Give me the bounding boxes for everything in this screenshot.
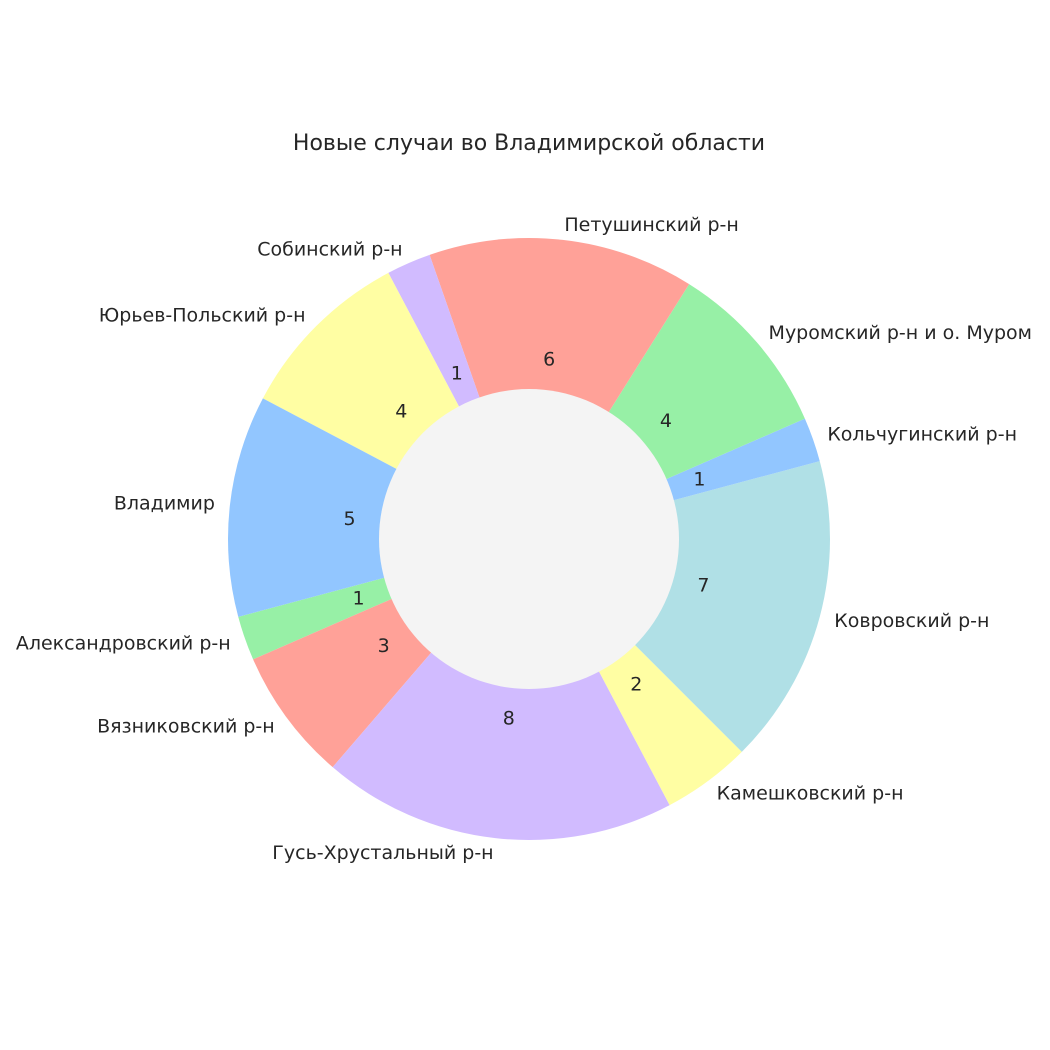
value-labels-group: 1 3 8 2 7 1 4 6 1 4 5 bbox=[343, 349, 709, 730]
slice bbox=[332, 539, 670, 840]
slice-category-label: Владимир bbox=[114, 493, 215, 515]
donut-center bbox=[379, 389, 679, 689]
chart-title: Новые случаи во Владимирской области bbox=[293, 131, 765, 156]
slice-value-label: 7 bbox=[697, 575, 709, 597]
slice-value-label: 3 bbox=[378, 635, 390, 657]
slice-value-label: 1 bbox=[693, 468, 705, 490]
slice-category-label: Камешковский р-н bbox=[717, 782, 904, 804]
slice-value-label: 4 bbox=[660, 410, 672, 432]
slice-value-label: 2 bbox=[630, 673, 642, 695]
slice-category-label: Вязниковский р-н bbox=[97, 716, 275, 738]
slice-category-label: Александровский р-н bbox=[16, 632, 231, 654]
slice bbox=[227, 398, 529, 617]
slice-category-label: Кольчугинский р-н bbox=[827, 424, 1017, 446]
slice-value-label: 5 bbox=[343, 508, 355, 530]
slice-value-label: 1 bbox=[352, 588, 364, 610]
slice-value-label: 6 bbox=[543, 349, 555, 371]
slice-value-label: 4 bbox=[395, 400, 407, 422]
slice-value-label: 1 bbox=[451, 362, 463, 384]
slice-category-label: Юрьев-Польский р-н bbox=[99, 305, 306, 327]
slice-category-label: Гусь-Хрустальный р-н bbox=[272, 842, 493, 864]
slice-category-label: Ковровский р-н bbox=[834, 610, 989, 632]
slice-category-label: Петушинский р-н bbox=[564, 214, 738, 236]
slice bbox=[429, 238, 690, 539]
slice-value-label: 8 bbox=[503, 707, 515, 729]
slice-category-label: Муромский р-н и о. Муром bbox=[769, 322, 1032, 344]
slice-category-label: Собинский р-н bbox=[257, 238, 402, 260]
